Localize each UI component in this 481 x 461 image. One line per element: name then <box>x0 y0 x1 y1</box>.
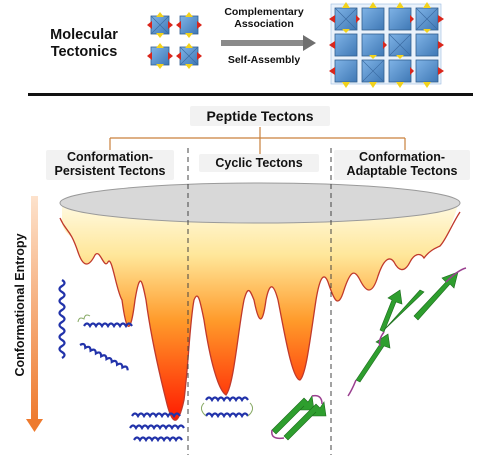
assembly-arrow <box>221 35 316 51</box>
conformational-entropy-axis-label: Conformational Entropy <box>13 233 27 377</box>
tree-connector <box>109 127 406 154</box>
energy-funnel <box>62 200 458 421</box>
column-separators <box>187 148 332 455</box>
column-heading-cyclic: Cyclic Tectons <box>199 154 319 172</box>
complementary-association-label: Complementary Association <box>224 6 304 30</box>
cyclic-structures <box>200 394 327 441</box>
tecton-tile <box>147 12 173 38</box>
tecton-tile <box>176 43 202 69</box>
peptide-tectons-heading: Peptide Tectons <box>190 106 330 126</box>
column-heading-persistent: Conformation- Persistent Tectons <box>46 150 174 180</box>
single-tectons-group <box>147 12 202 69</box>
entropy-axis-arrow <box>26 196 43 432</box>
self-assembly-label: Self-Assembly <box>227 54 301 66</box>
energy-landscape-line <box>59 211 461 421</box>
section-divider <box>28 93 473 96</box>
tecton-tile <box>176 12 202 38</box>
molecular-tectonics-title: Molecular Tectonics <box>50 27 118 60</box>
assembled-network <box>329 2 444 88</box>
funnel-top-ellipse <box>59 182 461 224</box>
tecton-tile <box>147 43 173 69</box>
column-heading-adaptable: Conformation- Adaptable Tectons <box>334 150 470 180</box>
adaptable-structures <box>347 267 467 397</box>
helix-structures <box>58 279 185 443</box>
